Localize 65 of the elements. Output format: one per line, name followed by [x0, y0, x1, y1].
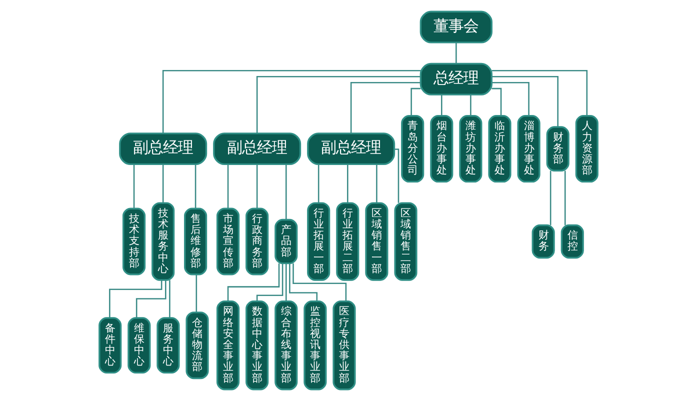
connector — [284, 164, 286, 220]
connector — [491, 70, 588, 116]
connector — [376, 164, 377, 203]
connector — [394, 148, 399, 203]
node-box: 副总经理 — [118, 132, 207, 166]
node-box: 仓储物流部 — [185, 312, 208, 380]
connector — [256, 76, 420, 134]
connector — [491, 82, 529, 116]
node-box: 备件中心 — [98, 317, 122, 374]
connector — [168, 280, 170, 318]
connector — [284, 264, 286, 302]
connector — [564, 170, 566, 226]
node-box: 行业拓展一部 — [306, 202, 330, 281]
connector — [256, 263, 283, 302]
connector — [455, 42, 456, 64]
node-box: 副总经理 — [212, 132, 301, 166]
connector — [491, 88, 502, 116]
node-box: 产品部 — [274, 218, 298, 264]
node-box: 网络安全事业部 — [216, 300, 240, 390]
connector — [162, 70, 420, 134]
connector — [256, 164, 258, 208]
node-box: 区域销售二部 — [394, 202, 417, 281]
connector — [292, 263, 346, 302]
node-box: 淄博办事处 — [516, 115, 540, 183]
node-box: 维保中心 — [127, 317, 150, 374]
node-box: 烟台办事处 — [430, 115, 453, 183]
node-box: 技术服务中心 — [151, 202, 174, 281]
node-box: 医疗专供事业部 — [332, 300, 356, 390]
connector — [162, 164, 164, 203]
node-box: 副总经理 — [306, 132, 395, 166]
connector — [135, 280, 166, 318]
node-box: 财务 — [531, 224, 554, 259]
connector — [132, 164, 134, 208]
connector — [549, 170, 551, 226]
connector — [194, 164, 196, 208]
node-box: 临沂办事处 — [488, 115, 511, 183]
connector — [491, 76, 558, 127]
node-box: 信控 — [560, 224, 584, 259]
node-box: 售后维修部 — [184, 208, 207, 276]
connector — [410, 88, 420, 116]
node-box: 董事会 — [419, 10, 492, 44]
connector — [195, 274, 197, 312]
connector — [350, 82, 420, 134]
connector — [317, 164, 319, 203]
connector — [108, 280, 162, 318]
connector — [470, 94, 471, 116]
node-box: 财务部 — [546, 126, 569, 172]
connector — [346, 164, 348, 203]
node-box: 人力资源部 — [574, 115, 598, 183]
node-box: 总经理 — [419, 62, 492, 96]
node-box: 青岛分公司 — [400, 115, 424, 183]
node-box: 行业拓展二部 — [336, 202, 359, 281]
node-box: 潍坊办事处 — [458, 115, 482, 183]
node-box: 行政商务部 — [245, 208, 268, 276]
connector — [226, 164, 228, 208]
node-box: 综合布线事业部 — [274, 300, 298, 390]
node-box: 服务中心 — [156, 317, 180, 374]
node-box: 市场宣传部 — [216, 208, 240, 276]
connector — [226, 263, 280, 302]
node-box: 数据中心事业部 — [245, 300, 268, 390]
connector — [440, 94, 442, 116]
node-box: 监控视讯事业部 — [303, 300, 326, 390]
node-box: 技术支持部 — [122, 208, 146, 276]
connector — [288, 264, 318, 302]
node-box: 区域销售一部 — [364, 202, 388, 281]
